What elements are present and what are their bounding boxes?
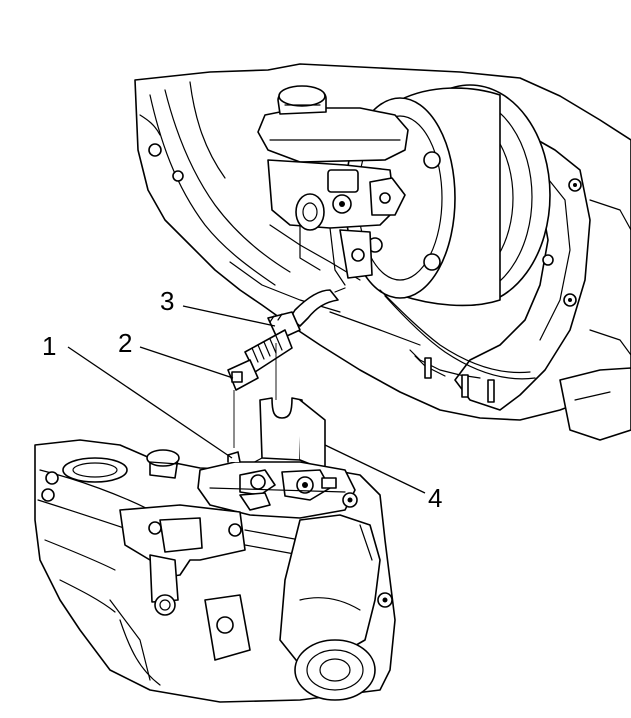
callout-4-leader bbox=[324, 444, 426, 494]
frame-bracket bbox=[454, 129, 631, 441]
callout-4-label: 4 bbox=[428, 483, 442, 513]
cable-bracket bbox=[239, 397, 326, 471]
mount-bracket bbox=[119, 504, 301, 616]
callout-2-leader bbox=[139, 346, 234, 379]
callout-3: 3 bbox=[160, 286, 276, 327]
master-cylinder bbox=[257, 85, 409, 286]
shift-mechanism bbox=[197, 451, 358, 519]
brake-lines bbox=[329, 289, 536, 403]
callout-4: 4 bbox=[324, 444, 442, 513]
callout-2-label: 2 bbox=[118, 328, 132, 358]
callout-3-label: 3 bbox=[160, 286, 174, 316]
shift-cable bbox=[227, 287, 346, 448]
callout-1-leader bbox=[67, 346, 233, 459]
callout-1: 1 bbox=[42, 331, 233, 459]
callout-2: 2 bbox=[118, 328, 234, 379]
callout-3-leader bbox=[182, 305, 276, 327]
bell-housing bbox=[109, 514, 393, 701]
callout-1-label: 1 bbox=[42, 331, 56, 361]
